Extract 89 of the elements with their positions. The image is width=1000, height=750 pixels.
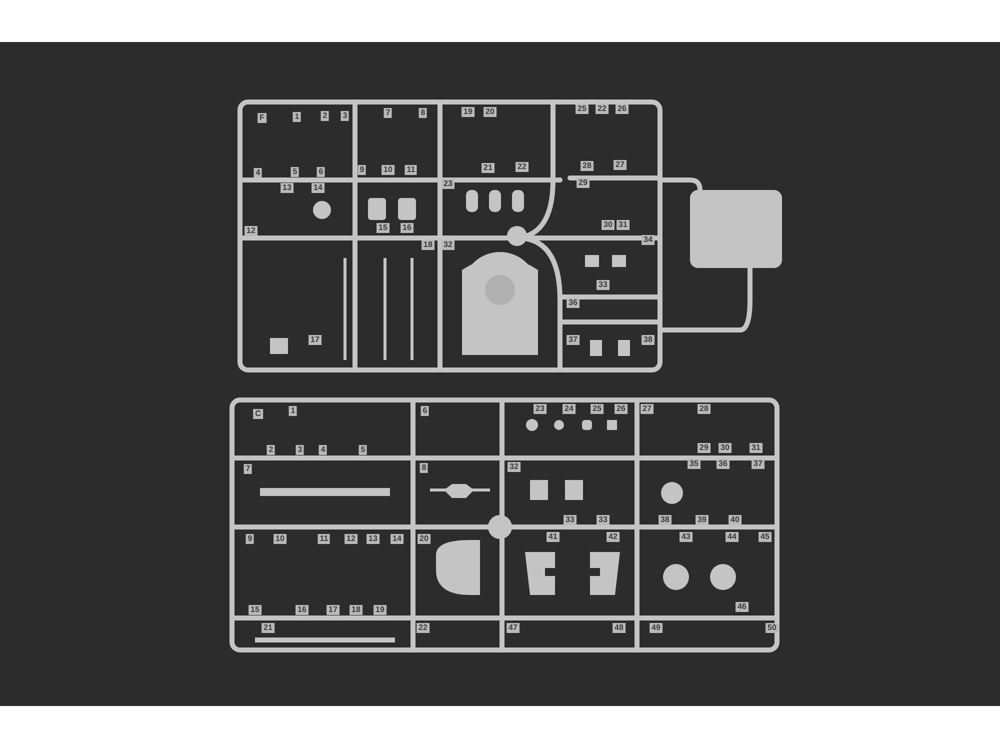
part-number: 39 (696, 515, 708, 525)
part-number: 18 (422, 240, 434, 250)
part-number: 21 (482, 163, 494, 173)
part-number: 50 (766, 623, 778, 633)
part-number: 18 (350, 605, 362, 615)
part-number: 37 (752, 459, 764, 469)
part-number: 15 (376, 223, 390, 233)
part-number: 33 (564, 515, 576, 525)
part-number: 32 (508, 462, 520, 472)
part-number: 34 (642, 235, 654, 245)
part-number: 35 (688, 459, 700, 469)
part-number: 1 (288, 406, 298, 416)
part-number: 43 (680, 532, 692, 542)
part-number: 7 (384, 108, 392, 118)
part-number: 30 (718, 443, 732, 453)
part-number: 36 (716, 459, 730, 469)
part-number: 37 (566, 335, 580, 345)
part-number: 2 (266, 445, 276, 455)
part-number: 6 (420, 406, 430, 416)
part-number: 28 (580, 161, 594, 171)
part-number: 10 (274, 534, 286, 544)
part-number: C (253, 409, 263, 419)
part-number: 11 (404, 165, 418, 175)
part-number: 9 (246, 534, 254, 544)
part-number: 15 (248, 605, 262, 615)
part-number: 7 (244, 464, 252, 474)
part-number: 25 (576, 104, 588, 114)
part-number: 29 (576, 178, 590, 188)
part-number: 36 (566, 298, 580, 308)
part-number: 44 (726, 532, 738, 542)
part-number: 10 (382, 165, 394, 175)
part-number: 26 (616, 104, 628, 114)
part-number: 14 (390, 534, 404, 544)
part-number: 20 (484, 107, 496, 117)
part-number: 47 (506, 623, 520, 633)
part-number: 29 (698, 443, 710, 453)
part-number: 8 (418, 108, 428, 118)
part-number: 17 (308, 335, 322, 345)
part-number: 8 (420, 463, 428, 473)
part-number: 19 (374, 605, 386, 615)
part-number: 6 (316, 167, 326, 177)
part-number: 4 (318, 445, 328, 455)
part-number: 40 (728, 515, 742, 525)
part-number: 27 (614, 160, 626, 170)
part-number: 4 (254, 168, 262, 178)
part-number: 31 (616, 220, 630, 230)
part-number: 14 (312, 183, 324, 193)
part-number: 23 (534, 404, 546, 414)
part-number: 32 (442, 240, 454, 250)
part-number: 13 (366, 534, 380, 544)
part-number: 30 (602, 220, 614, 230)
part-number: 31 (750, 443, 762, 453)
part-number: 33 (596, 515, 610, 525)
part-number: 21 (262, 623, 274, 633)
part-number: 1 (292, 112, 302, 122)
part-number: 9 (358, 165, 366, 175)
part-number: 26 (614, 404, 628, 414)
part-number: 38 (642, 335, 654, 345)
part-number: 23 (442, 179, 454, 189)
part-number: 13 (280, 183, 294, 193)
part-number: 5 (358, 445, 368, 455)
part-number: 20 (418, 534, 430, 544)
part-number: 28 (698, 404, 710, 414)
part-number: 3 (340, 111, 350, 121)
part-number: 33 (596, 280, 610, 290)
part-number: 49 (650, 623, 662, 633)
part-number: 38 (658, 515, 672, 525)
part-number: 45 (758, 532, 772, 542)
part-number: 12 (344, 534, 358, 544)
part-number: 19 (462, 107, 474, 117)
part-number: 22 (516, 162, 528, 172)
part-number: 46 (736, 602, 748, 612)
part-number: 25 (590, 404, 604, 414)
part-number: 27 (640, 404, 654, 414)
part-number: 17 (326, 605, 340, 615)
part-number: 24 (562, 404, 576, 414)
part-number: 11 (318, 534, 330, 544)
part-number: 42 (606, 532, 620, 542)
part-number: 2 (320, 111, 330, 121)
part-number: 22 (416, 623, 430, 633)
part-number: 22 (596, 104, 608, 114)
part-number: 12 (244, 226, 258, 236)
part-number: 41 (546, 532, 560, 542)
part-number: 5 (290, 167, 300, 177)
part-number: 3 (296, 445, 304, 455)
part-number: F (258, 113, 266, 123)
part-number: 16 (296, 605, 308, 615)
part-number: 48 (612, 623, 626, 633)
part-number: 16 (400, 223, 414, 233)
